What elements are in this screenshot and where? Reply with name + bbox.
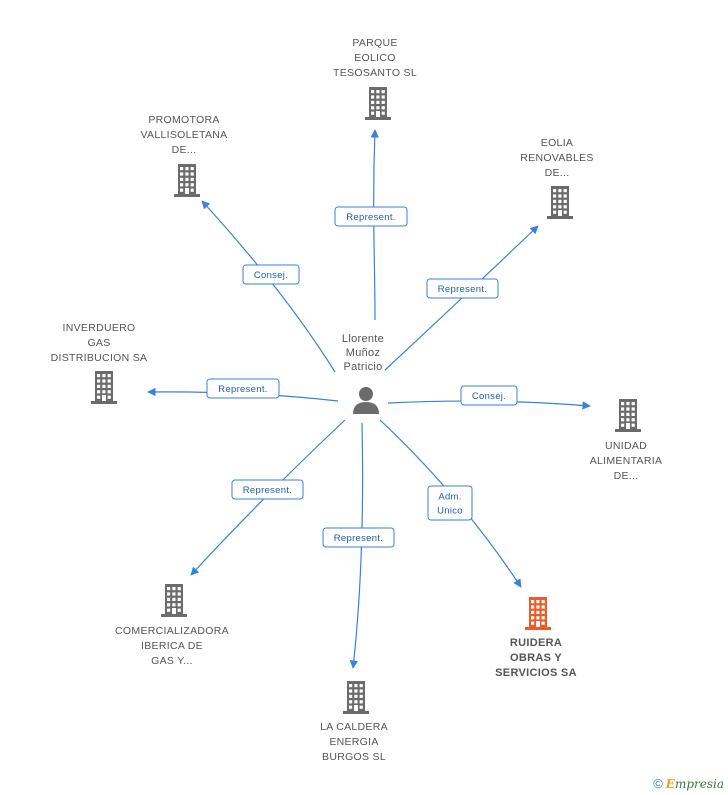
person-icon [353, 387, 379, 414]
center-person-node[interactable]: Llorente Muñoz Patricio [342, 333, 384, 414]
edge-line [201, 200, 336, 373]
relation-label: Adm. [438, 492, 461, 503]
relation-label: Represent. [346, 212, 395, 223]
relation-badge-comercializadora[interactable]: Represent. [231, 479, 304, 500]
relation-label: Represent. [334, 533, 383, 544]
edge-promotora: Consej. [201, 200, 336, 373]
company-node-caldera[interactable]: LA CALDERA ENERGIA BURGOS SL [320, 681, 388, 763]
relation-badge-eolia[interactable]: Represent. [426, 278, 499, 299]
edge-parque: Represent. [334, 129, 408, 321]
relation-badge-unidad[interactable]: Consej. [460, 385, 518, 406]
relation-label: Represent. [243, 485, 292, 496]
edge-unidad: Consej. [387, 385, 591, 410]
edge-inverduero: Represent. [147, 378, 339, 402]
company-name-line-2: OBRAS Y [510, 652, 562, 664]
company-name-line-1: LA CALDERA [320, 721, 388, 733]
company-name-line-3: GAS Y... [151, 655, 193, 667]
edge-line [384, 225, 539, 371]
company-node-ruidera[interactable]: RUIDERA OBRAS Y SERVICIOS SA [495, 597, 577, 679]
building-icon [343, 681, 369, 714]
person-name-line-2: Muñoz [346, 347, 381, 359]
building-icon [161, 584, 187, 617]
relation-badge-ruidera[interactable]: Adm. Unico [427, 485, 473, 521]
brand-initial: E [665, 777, 675, 791]
company-name-line-3: SERVICIOS SA [495, 667, 577, 679]
company-name-line-2: GAS [87, 337, 110, 349]
relation-label: Represent. [438, 284, 487, 295]
company-node-promotora[interactable]: PROMOTORA VALLISOLETANA DE... [141, 114, 228, 197]
company-name-line-2: ENERGIA [329, 736, 378, 748]
building-icon [91, 371, 117, 404]
company-node-inverduero[interactable]: INVERDUERO GAS DISTRIBUCION SA [51, 322, 148, 404]
company-name-line-2: ALIMENTARIA [590, 455, 663, 467]
company-node-comercializadora[interactable]: COMERCIALIZADORA IBERICA DE GAS Y... [115, 584, 229, 667]
building-icon [365, 87, 391, 120]
edge-comercializadora: Represent. [190, 419, 346, 576]
company-node-unidad[interactable]: UNIDAD ALIMENTARIA DE... [590, 399, 663, 482]
building-icon [547, 186, 573, 219]
company-node-parque[interactable]: PARQUE EOLICO TESOSANTO SL [333, 37, 417, 120]
company-name-line-2: EOLICO [354, 52, 395, 64]
company-name-line-3: DE... [172, 144, 197, 156]
company-node-eolia[interactable]: EOLIA RENOVABLES DE... [520, 137, 593, 219]
relation-badge-promotora[interactable]: Consej. [242, 264, 300, 285]
company-name-line-1: PROMOTORA [148, 114, 219, 126]
company-name-line-3: DE... [614, 470, 639, 482]
building-icon [174, 164, 200, 197]
building-icon [615, 399, 641, 432]
edge-line [370, 129, 379, 321]
company-name-line-3: BURGOS SL [322, 751, 386, 763]
relation-badge-inverduero[interactable]: Represent. [206, 378, 280, 399]
relation-badge-parque[interactable]: Represent. [334, 206, 408, 227]
person-name-line-3: Patricio [343, 361, 382, 373]
company-name-line-2: IBERICA DE [141, 640, 203, 652]
company-name-line-3: DE... [545, 167, 570, 179]
company-name-line-3: TESOSANTO SL [333, 67, 417, 79]
company-name-line-1: INVERDUERO [62, 322, 135, 334]
company-name-line-1: UNIDAD [605, 440, 647, 452]
person-name-line-1: Llorente [342, 333, 384, 345]
company-name-line-1: PARQUE [352, 37, 397, 49]
company-name-line-2: RENOVABLES [520, 152, 593, 164]
relation-badge-caldera[interactable]: Represent. [322, 527, 395, 548]
copyright-symbol: © [653, 776, 663, 791]
relation-label: Represent. [218, 384, 267, 395]
company-name-line-2: VALLISOLETANA [141, 129, 228, 141]
company-name-line-1: COMERCIALIZADORA [115, 625, 229, 637]
edge-caldera: Represent. [322, 422, 395, 669]
edge-line [349, 422, 364, 669]
edge-ruidera: Adm. Unico [379, 419, 522, 588]
building-icon [525, 597, 551, 630]
edge-eolia: Represent. [384, 225, 539, 371]
relation-label: Consej. [254, 270, 288, 281]
company-name-line-3: DISTRIBUCION SA [51, 352, 148, 364]
company-name-line-1: EOLIA [541, 137, 573, 149]
relation-label: Unico [437, 506, 463, 517]
relation-label: Consej. [472, 391, 506, 402]
brand-name: mpresia [674, 777, 724, 791]
footer-brand: ©Empresia [653, 776, 724, 791]
company-name-line-1: RUIDERA [510, 637, 562, 649]
